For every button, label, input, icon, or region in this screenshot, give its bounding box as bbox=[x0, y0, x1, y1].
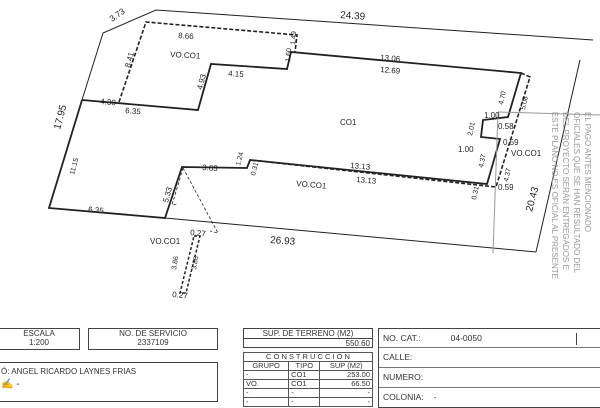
dimension-label: VO.CO1 bbox=[511, 149, 542, 158]
dimension-label: 4.93 bbox=[195, 73, 208, 91]
cat-row: NO. CAT.: 04-0050 bbox=[379, 329, 600, 348]
construccion-cell: - bbox=[242, 397, 290, 407]
terreno-box: SUP. DE TERRENO (M2) 550.60 bbox=[243, 328, 373, 348]
catastro-box: NO. CAT.: 04-0050 CALLE: NUMERO: COLONIA:… bbox=[378, 328, 600, 408]
dimension-label: 1.60 bbox=[285, 48, 293, 62]
construccion-header: GRUPO bbox=[242, 361, 290, 371]
calle-row: CALLE: bbox=[379, 348, 600, 368]
colonia-label: COLONIA: bbox=[383, 392, 424, 402]
table-row: --- bbox=[242, 397, 373, 407]
vo-small-rect bbox=[179, 235, 201, 294]
dimension-label: 4.37 bbox=[478, 154, 488, 169]
terreno-label: SUP. DE TERRENO (M2) bbox=[244, 329, 372, 339]
table-row: --- bbox=[242, 388, 373, 398]
construccion-cell: - bbox=[319, 388, 373, 398]
dimension-label: 1.00 bbox=[484, 111, 500, 120]
dimension-label: 8.66 bbox=[178, 31, 195, 41]
construccion-cell: - bbox=[242, 388, 290, 398]
cat-label: NO. CAT.: bbox=[383, 333, 421, 343]
dimension-label: 1.24 bbox=[235, 151, 245, 166]
escala-label: ESCALA bbox=[23, 329, 55, 338]
dimension-label: 20.43 bbox=[524, 185, 541, 212]
dimension-label: 4.30 bbox=[100, 97, 117, 107]
dimension-label: 0.59 bbox=[503, 138, 519, 147]
dimension-label: 12.69 bbox=[380, 65, 401, 76]
co1-outline bbox=[47, 51, 523, 219]
vo-co1-outline-right bbox=[249, 72, 531, 188]
colonia-value: - bbox=[433, 392, 437, 402]
dimension-label: 0.59 bbox=[498, 183, 514, 192]
dimension-label: 6.35 bbox=[88, 205, 105, 215]
escala-value: 1:200 bbox=[28, 338, 50, 347]
vo-triangle bbox=[182, 167, 219, 234]
dimension-label: 13.06 bbox=[380, 53, 401, 64]
servicio-value: 2337109 bbox=[137, 338, 169, 347]
vo-co1-outline bbox=[118, 21, 298, 103]
servicio-box: NO. DE SERVICIO 2337109 bbox=[88, 328, 218, 350]
lot-boundary bbox=[81, 9, 594, 101]
construccion-cell: VO. bbox=[242, 379, 290, 389]
dimension-label: 17.95 bbox=[52, 103, 69, 130]
vo-triangle-inner bbox=[171, 167, 184, 206]
dimension-label: 4.37 bbox=[503, 168, 513, 183]
escala-box: ESCALA 1:200 bbox=[0, 328, 80, 350]
dimension-label: 6.35 bbox=[125, 106, 142, 116]
dimension-label: 26.93 bbox=[270, 235, 296, 248]
dimension-label: CO1 bbox=[340, 118, 357, 127]
servicio-label: NO. DE SERVICIO bbox=[119, 329, 187, 338]
elaboro-name: Ó: ANGEL RICARDO LAYNES FRIAS bbox=[1, 367, 137, 376]
construccion-cell: - bbox=[288, 397, 321, 407]
lot-boundary-bottom bbox=[164, 217, 537, 253]
lot-boundary-right bbox=[535, 59, 581, 253]
dimension-label: 5.08 bbox=[520, 96, 530, 111]
disclaimer-note-line: OFICIALES QUE SE HAN RESULTADO DEL bbox=[572, 112, 581, 274]
numero-row: NUMERO: bbox=[379, 368, 600, 388]
dimension-label: VO.CO1 bbox=[296, 179, 327, 191]
dimension-label: VO.CO1 bbox=[170, 50, 201, 61]
signature: ✍ - bbox=[1, 379, 20, 390]
dimension-label: VO.CO1 bbox=[150, 237, 181, 246]
dimension-label: 8.41 bbox=[123, 51, 136, 69]
dimension-label: 0.27 bbox=[190, 228, 207, 238]
dimension-label: 13.13 bbox=[356, 175, 377, 186]
dimension-label: 3.63 bbox=[202, 163, 219, 173]
cat-value: 04-0050 bbox=[450, 333, 482, 343]
colonia-row: COLONIA:- bbox=[379, 388, 600, 407]
cat-divider bbox=[576, 333, 577, 345]
dimension-label: 1.00 bbox=[458, 145, 474, 154]
disclaimer-note-line: EL PAGO ANTES MENCIONADO bbox=[583, 112, 592, 232]
dimension-label: 13.13 bbox=[350, 161, 371, 172]
disclaimer-note-line: ESTE PLANO NO ES OFICIAL AL PRESENTE bbox=[550, 112, 559, 279]
dimension-label: 3.86 bbox=[191, 256, 200, 271]
dimension-label: 0.31 bbox=[471, 186, 481, 201]
construccion-cell: 66.50 bbox=[319, 379, 373, 389]
dimension-label: 0.31 bbox=[250, 161, 260, 176]
note-line bbox=[492, 111, 499, 254]
terreno-value: 550.60 bbox=[345, 339, 370, 348]
dimension-label: 2.01 bbox=[467, 122, 477, 137]
dimension-label: 1.49 bbox=[290, 31, 298, 45]
disclaimer-note-line: DEL PROYECTO SERÁN ENTREGADOS E bbox=[561, 112, 570, 270]
dimension-label: 0.27 bbox=[172, 290, 189, 300]
dimension-label: 5.33 bbox=[161, 186, 174, 204]
dimension-label: 0.58 bbox=[498, 122, 514, 131]
dimension-label: 3.73 bbox=[107, 6, 127, 24]
dimension-label: 24.39 bbox=[340, 10, 366, 23]
dimension-label: 4.15 bbox=[228, 69, 245, 79]
dimension-label: 4.70 bbox=[498, 91, 508, 106]
dimension-label: 3.86 bbox=[171, 256, 180, 271]
signature-dash: - bbox=[16, 379, 20, 390]
note-line-top bbox=[497, 111, 600, 116]
dimension-label: 11.15 bbox=[69, 157, 80, 175]
construccion-cell: - bbox=[319, 397, 373, 407]
elaboro-box: Ó: ANGEL RICARDO LAYNES FRIAS ✍ - bbox=[0, 362, 218, 402]
